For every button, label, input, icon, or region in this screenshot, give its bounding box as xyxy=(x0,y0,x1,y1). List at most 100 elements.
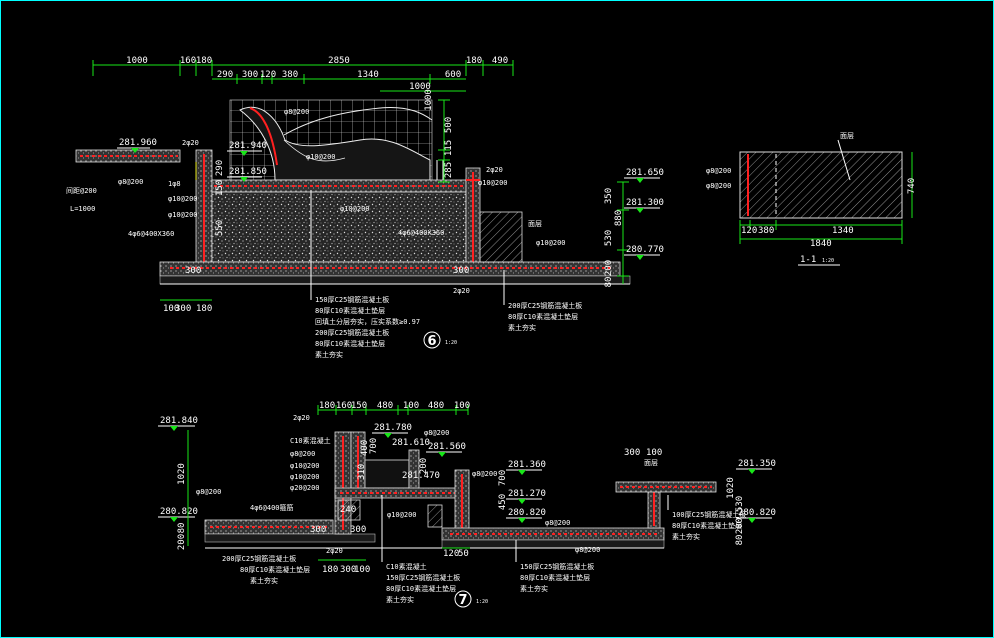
dim7-480: 480 xyxy=(377,401,393,411)
elev-281-650: 281.650 xyxy=(626,168,664,178)
s7-n4-2: 80厚C10素混凝土垫层 xyxy=(672,521,742,530)
dim-380: 380 xyxy=(282,70,298,80)
s7-l-surface: 面层 xyxy=(644,459,658,467)
s7-b-50: 50 xyxy=(458,549,469,559)
dim-v-290: 290 xyxy=(215,160,225,176)
s7-l-phi10a: φ10@200 xyxy=(290,462,320,470)
section-1-1-title: 1-1 xyxy=(800,255,816,265)
section-6: 1000 160 180 2850 180 490 290 300 120 38… xyxy=(66,56,664,359)
label-surface: 面层 xyxy=(528,220,542,228)
s7-b-120: 120 xyxy=(443,549,459,559)
label-phi10-200a: φ10@200 xyxy=(306,153,336,161)
s7-elev-280-820c: 280.820 xyxy=(738,508,776,518)
dim7-100: 100 xyxy=(403,401,419,411)
s7-l-c10: C10素混凝土 xyxy=(290,436,331,445)
s7-v-530: 530 xyxy=(735,496,745,512)
dim-2850: 2850 xyxy=(328,56,350,66)
label-phi10-200b: φ10@200 xyxy=(340,205,370,213)
s7-elev-281-350: 281.350 xyxy=(738,459,776,469)
label-4phi6-b: 4φ6@400X360 xyxy=(398,229,444,237)
s7-n4-3: 素土夯实 xyxy=(672,532,700,541)
dim-v-550: 550 xyxy=(215,220,225,236)
dim-v-80: 80 xyxy=(604,277,614,288)
s7-l-2phi20: 2φ20 xyxy=(293,414,310,422)
s7-n3-2: 80厚C10素混凝土垫层 xyxy=(520,573,590,582)
s7-v-200b: 200 xyxy=(419,458,429,474)
elev-281-300: 281.300 xyxy=(626,198,664,208)
s7-b-300: 300 xyxy=(340,565,356,575)
s7-l-240: 240 xyxy=(340,505,356,515)
s7-l-phi8b: φ8@200 xyxy=(196,488,221,496)
label-2phi20: 2φ20 xyxy=(182,139,199,147)
s7-elev-281-470: 281.470 xyxy=(402,471,440,481)
s7-right-top-slab xyxy=(615,481,717,493)
s7-v-200: 200 xyxy=(177,534,187,550)
s7-n1-3: 素土夯实 xyxy=(250,576,278,585)
s7-l-300a: 300 xyxy=(310,525,326,535)
backfill-body xyxy=(211,191,467,263)
note-l-5: 80厚C10素混凝土垫层 xyxy=(315,339,385,348)
section-1-1-scale: 1:20 xyxy=(822,258,834,264)
dim-v-285: 285 xyxy=(444,162,454,178)
label-1-1-surface: 面层 xyxy=(840,132,854,140)
s7-l-2phi20b: 2φ20 xyxy=(326,547,343,555)
s7-elev-281-780: 281.780 xyxy=(374,423,412,433)
label-phi8-200a: φ8@200 xyxy=(284,108,309,116)
callout-6-circle xyxy=(423,331,441,349)
dim7-180: 180 xyxy=(319,401,335,411)
s7-elev-281-610: 281.610 xyxy=(392,438,430,448)
elev-281-940: 281.940 xyxy=(229,141,267,151)
dim-b-180: 180 xyxy=(196,304,212,314)
dim-1-1-120: 120 xyxy=(741,226,757,236)
s7-v-200c: 200 xyxy=(735,518,745,534)
dim7-160: 160 xyxy=(336,401,352,411)
dim-1-1-740: 740 xyxy=(907,178,917,194)
s7-l-phi8f: φ8@200 xyxy=(575,546,600,554)
s7-l-phi8d: φ8@200 xyxy=(472,470,497,478)
s7-l-phi8e: φ8@200 xyxy=(545,519,570,527)
dim-490: 490 xyxy=(492,56,508,66)
s7-v-400: 400 xyxy=(360,440,370,456)
dim-1340: 1340 xyxy=(357,70,379,80)
dim-b-300: 300 xyxy=(175,304,191,314)
note-r-3: 素土夯实 xyxy=(508,323,536,332)
s7-b-180: 180 xyxy=(322,565,338,575)
s7-hatch-b xyxy=(427,504,443,528)
dim-v-500: 500 xyxy=(444,117,454,133)
note-l-3: 回填土分层夯实，压实系数≥0.97 xyxy=(315,317,420,326)
section-1-1-body xyxy=(739,151,903,219)
dim-v-200: 200 xyxy=(604,260,614,276)
label-2phi20-b: 2φ20 xyxy=(486,166,503,174)
label-l1000: L=1000 xyxy=(70,205,95,213)
s7-hatch-a xyxy=(337,499,361,521)
s7-v-1020: 1020 xyxy=(177,463,187,485)
s7-l-phi8c: φ8@200 xyxy=(424,429,449,437)
dim-160: 160 xyxy=(180,56,196,66)
label-phi10-200f: φ10@200 xyxy=(536,239,566,247)
s7-l-phi8: φ8@200 xyxy=(290,450,315,458)
s7-v-700b: 700 xyxy=(498,470,508,486)
dim-v-350: 350 xyxy=(604,188,614,204)
section-1-1: 面层 φ8@200 φ8@200 120 380 1340 1840 740 1… xyxy=(706,132,917,266)
s7-l-300b: 300 xyxy=(350,525,366,535)
dim-v-530: 530 xyxy=(604,230,614,246)
s7-n1-1: 200厚C25钢筋混凝土板 xyxy=(222,554,296,563)
callout-6-num: 6 xyxy=(427,334,436,349)
s7-v-80b: 80 xyxy=(735,535,745,546)
s7-elev-281-360: 281.360 xyxy=(508,460,546,470)
dim-300: 300 xyxy=(242,70,258,80)
callout-7-circle xyxy=(454,590,472,608)
s7-l-4phi6: 4φ6@400箍筋 xyxy=(250,503,294,512)
s7-elev-280-820b: 280.820 xyxy=(508,508,546,518)
s7-l-100: 100 xyxy=(646,448,662,458)
label-1phi8: 1φ8 xyxy=(168,180,181,188)
note-l-4: 200厚C25钢筋混凝土板 xyxy=(315,328,389,337)
slab-mark-300a: 300 xyxy=(185,266,201,276)
dim-1000: 1000 xyxy=(126,56,148,66)
s7-v-700: 700 xyxy=(369,438,379,454)
section-7: 180 160 150 480 100 480 100 xyxy=(158,401,776,608)
note-r-1: 200厚C25钢筋混凝土板 xyxy=(508,301,582,310)
dim-290: 290 xyxy=(217,70,233,80)
hatched-block xyxy=(479,211,523,263)
